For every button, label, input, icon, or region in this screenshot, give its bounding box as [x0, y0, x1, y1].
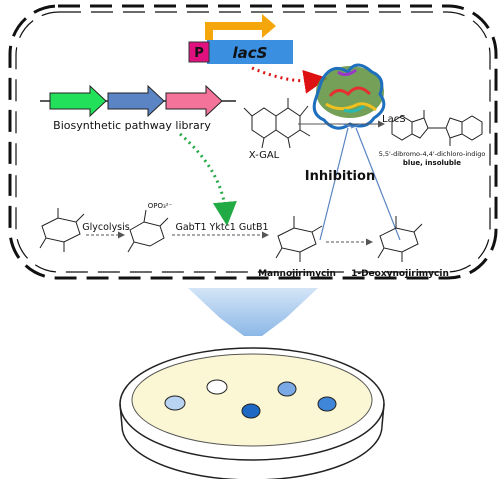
deoxynojirimycin-label: 1-Deoxynojirimycin: [351, 269, 449, 279]
mannojirimycin-structure: [275, 216, 323, 262]
pathway-gene-3-arrow: [165, 84, 223, 118]
colony-medium-blue: [277, 381, 297, 397]
funnel-arrow: [188, 288, 318, 336]
lacs-enzyme-label: LacS: [382, 114, 406, 125]
product-property-label: blue, insoluble: [403, 159, 461, 167]
cell-boundary: [8, 4, 498, 280]
pathway-gene-cassette: Biosynthetic pathway library: [40, 84, 236, 132]
inhibition-lines: [319, 123, 401, 241]
xgal-label: X-GAL: [249, 150, 280, 161]
enzymes-label: GabT1 Yktc1 GutB1: [175, 222, 268, 233]
pathway-gene-2-arrow: [107, 84, 165, 118]
colony-white: [206, 379, 228, 395]
pathway-expression-arrow: [179, 132, 237, 226]
pathway-library-label: Biosynthetic pathway library: [53, 119, 211, 132]
promoter-box: [188, 41, 210, 63]
xgal-structure: [243, 98, 311, 149]
lacs-gene-bar: [207, 40, 293, 64]
deoxynojirimycin-structure: [377, 216, 423, 262]
colony-blue: [317, 396, 337, 412]
petri-dish: [119, 347, 385, 479]
phospho-intermediate-structure: [127, 209, 169, 253]
pathway-gene-1-arrow: [49, 84, 107, 118]
expression-arrow: [251, 66, 328, 94]
glycolysis-label: Glycolysis: [82, 222, 130, 233]
product-name-label: 5,5'-dibromo-4,4'-dichloro-indigo: [379, 150, 486, 158]
lacs-gene-construct: P lacS: [188, 14, 293, 64]
inhibition-label: Inhibition: [305, 169, 375, 184]
lacs-gene-label: lacS: [233, 44, 268, 62]
promoter-label: P: [194, 46, 204, 61]
colony-light-blue: [164, 395, 186, 411]
lacs-protein-structure: LacS: [312, 63, 406, 130]
phosphate-label: OPO₃²⁻: [148, 202, 173, 210]
glucose-structure: [39, 208, 85, 252]
mannojirimycin-label: Mannojirimycin: [258, 269, 336, 279]
indigo-product-structure: [391, 110, 483, 146]
colony-dark-blue: [241, 403, 261, 419]
transcription-arrow-icon: [205, 14, 276, 40]
agar-surface: [131, 353, 373, 447]
